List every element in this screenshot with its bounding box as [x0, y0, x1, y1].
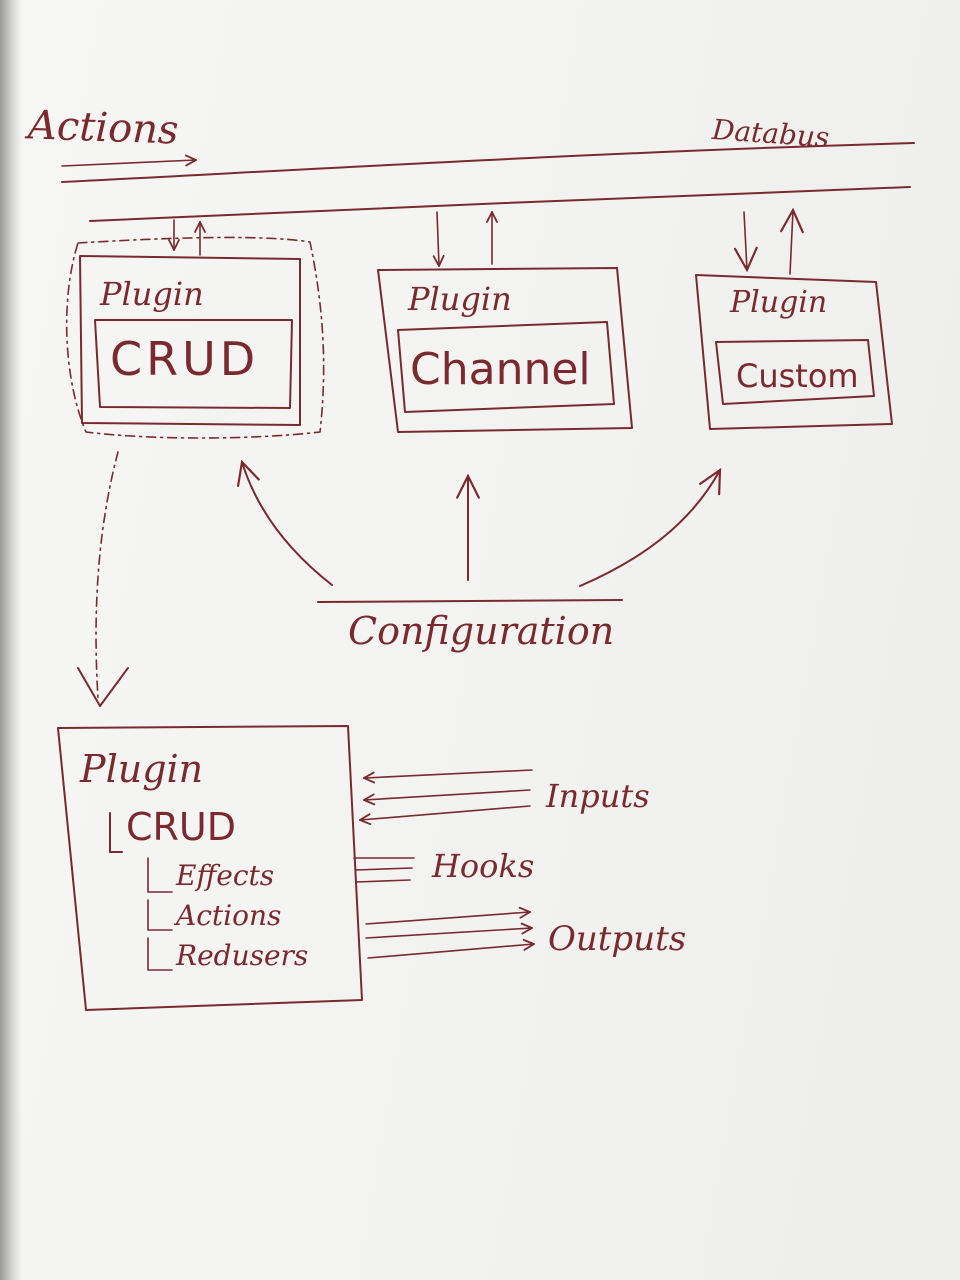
plugin-crud-title: Plugin	[100, 275, 204, 313]
configuration-arrow-to-crud	[242, 462, 333, 586]
outputs-arrow-1	[365, 912, 530, 925]
detail-child-actions: Actions	[176, 899, 282, 932]
plugin-channel-outer-box	[377, 267, 633, 433]
outputs-arrow-3	[367, 944, 534, 959]
detail-crud-bracket	[109, 812, 123, 853]
detail-child-effects: Effects	[176, 859, 275, 892]
crud-detail-dashed-connector	[95, 451, 119, 699]
hooks-line-2	[355, 867, 413, 871]
plugin-custom-up-arrow	[790, 210, 793, 275]
plugin-custom-name: Custom	[736, 357, 859, 395]
plugin-custom-inner-box	[715, 339, 875, 405]
detail-plugin-title: Plugin	[80, 747, 204, 791]
detail-plugin-name: CRUD	[126, 805, 237, 849]
hooks-label: Hooks	[432, 847, 535, 885]
plugin-custom-title: Plugin	[730, 285, 828, 320]
inputs-arrow-3	[360, 805, 531, 820]
plugin-crud-name: CRUD	[110, 332, 260, 386]
plugin-crud-dashed-outline	[65, 236, 325, 439]
actions-label: Actions	[27, 102, 180, 154]
configuration-label: Configuration	[348, 609, 615, 653]
databus-line-bottom	[89, 186, 911, 222]
databus-label: Databus	[711, 112, 831, 155]
plugin-channel-name: Channel	[410, 344, 591, 395]
plugin-custom-outer-box	[695, 274, 893, 430]
detail-child-redusers: Redusers	[176, 939, 309, 972]
outputs-arrow-2	[365, 928, 532, 939]
plugin-custom-down-arrow	[744, 211, 747, 270]
plugin-channel-inner-box	[397, 321, 615, 413]
actions-arrow	[61, 160, 196, 167]
inputs-label: Inputs	[546, 777, 650, 815]
plugin-channel-down-arrow	[437, 211, 439, 266]
configuration-underline	[317, 599, 623, 603]
crud-detail-arrowhead	[77, 667, 129, 707]
configuration-arrow-to-custom	[579, 470, 720, 587]
outputs-label: Outputs	[548, 919, 687, 959]
detail-effects-bracket	[147, 857, 173, 893]
hooks-line-3	[355, 879, 411, 883]
paper-edge-shadow	[0, 0, 22, 1280]
detail-redusers-bracket	[147, 937, 173, 971]
plugin-channel-title: Plugin	[408, 280, 512, 318]
detail-plugin-box	[57, 725, 363, 1011]
plugin-crud-outer-box	[79, 255, 301, 426]
plugin-crud-inner-box	[94, 319, 293, 409]
inputs-arrow-2	[364, 789, 531, 800]
databus-line-top	[61, 142, 915, 183]
inputs-arrow-1	[364, 769, 533, 778]
detail-actions-bracket	[147, 899, 173, 931]
